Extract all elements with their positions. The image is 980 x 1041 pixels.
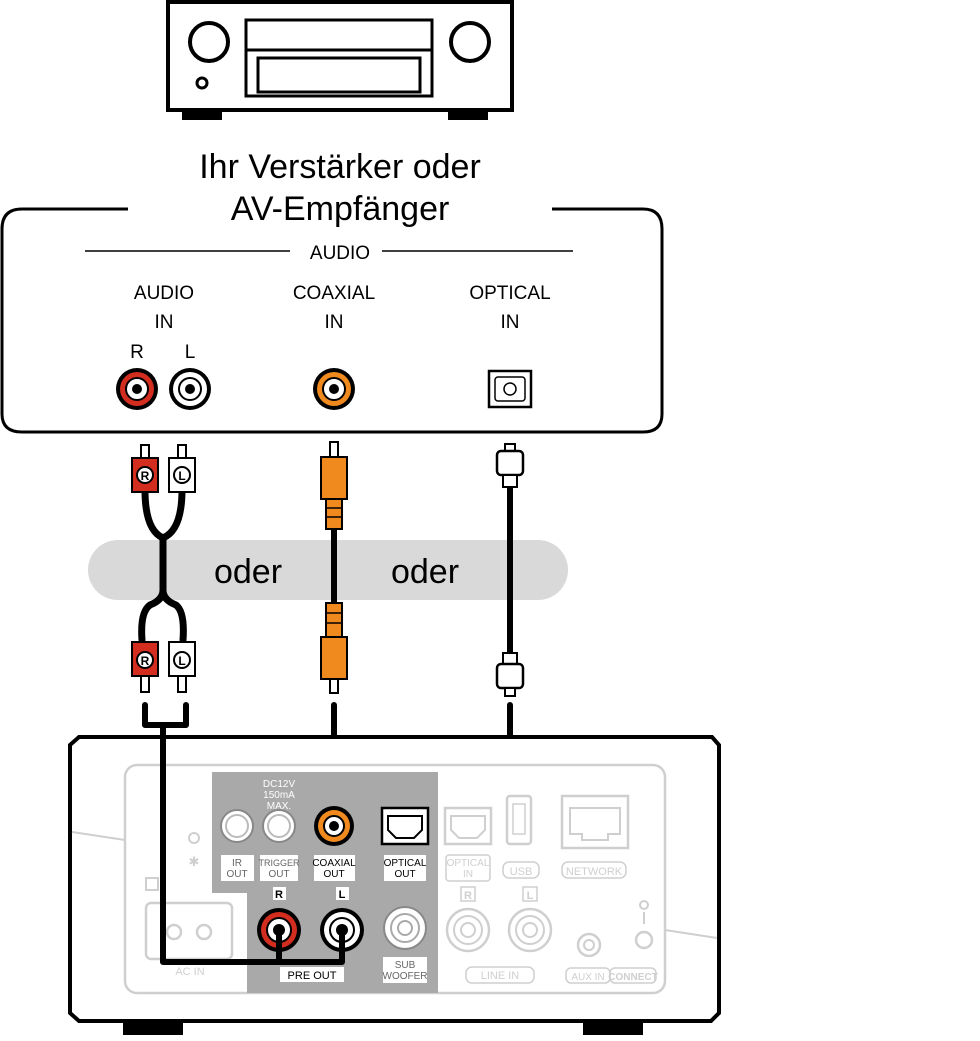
pre-out-l-label: L — [339, 889, 346, 901]
trigger-out-label-line2: OUT — [268, 869, 289, 880]
right-channel-label: R — [130, 342, 144, 363]
coaxial-plug-bottom — [320, 602, 348, 694]
power-led-icon — [195, 76, 209, 90]
audio-in-label-line2: IN — [155, 312, 174, 333]
usb-port — [505, 794, 533, 846]
amp-title-line1: Ihr Verstärker oder — [199, 148, 481, 186]
optical-in-label-line1: OPTICAL — [447, 858, 490, 869]
optical-in-port-faded — [443, 806, 493, 846]
dc-label-line2: 150mA — [263, 790, 295, 801]
usb-label: USB — [510, 866, 533, 878]
optical-in-label-line2: IN — [501, 312, 520, 333]
coaxial-out-label-line1: COAXIAL — [312, 858, 356, 869]
subwoofer-jack — [383, 906, 427, 950]
optical-in-label-line2: IN — [463, 869, 473, 880]
optical-out-port — [380, 806, 430, 846]
line-in-l-label: L — [527, 890, 534, 902]
coaxial-in-jack — [313, 368, 355, 410]
connect-label: CONNECT — [608, 972, 657, 983]
optical-out-label-line2: OUT — [394, 869, 415, 880]
optical-plug-bottom — [495, 652, 525, 697]
ir-out-label-line1: IR — [232, 858, 242, 869]
dc-label-line1: DC12V — [263, 779, 296, 790]
amplifier-illustration — [166, 0, 514, 120]
audio-in-label-line1: AUDIO — [134, 283, 194, 304]
network-port — [560, 794, 630, 850]
stereo-plug-bottom-l: L — [168, 641, 196, 693]
line-in-label: LINE IN — [481, 970, 520, 982]
aux-in-label: AUX IN — [571, 972, 604, 983]
line-in-r-label: R — [464, 890, 472, 902]
trigger-out-label-line1: TRIGGER — [258, 858, 300, 868]
or-label-right: oder — [391, 553, 459, 591]
audio-section-label: AUDIO — [310, 243, 370, 264]
coaxial-plug-top — [320, 441, 348, 530]
bluetooth-icon: ✱ — [189, 854, 200, 869]
plug-l-label-lower: L — [178, 654, 185, 668]
or-band — [88, 540, 568, 600]
optical-in-label-line1: OPTICAL — [469, 283, 550, 304]
coaxial-in-label-line2: IN — [325, 312, 344, 333]
network-label: NETWORK — [566, 866, 623, 878]
dc-label-line3: MAX. — [267, 801, 291, 812]
coaxial-out-label-line2: OUT — [323, 869, 344, 880]
plug-l-label: L — [178, 469, 185, 483]
optical-out-label-line1: OPTICAL — [384, 858, 427, 869]
pre-out-cable-route — [160, 722, 345, 965]
amp-input-panel: AUDIO AUDIO IN R L COAXIAL IN OPTICAL IN — [0, 207, 664, 434]
plug-r-label: R — [141, 469, 150, 483]
stereo-plug-bottom-r: R — [131, 641, 159, 693]
optical-in-port — [487, 369, 533, 409]
audio-in-l-jack — [169, 368, 211, 410]
connect-button — [634, 930, 654, 950]
plug-r-label-lower: R — [141, 654, 150, 668]
pre-out-r-label: R — [275, 889, 283, 901]
ac-in-label: AC IN — [175, 966, 204, 978]
left-channel-label: L — [185, 342, 196, 363]
coaxial-out-jack — [314, 806, 354, 846]
line-in-l-jack — [507, 907, 553, 953]
coaxial-in-label-line1: COAXIAL — [293, 283, 375, 304]
stereo-plug-top-l: L — [168, 444, 196, 493]
subwoofer-label-line2: WOOFER — [383, 971, 428, 982]
amp-title-line2: AV-Empfänger — [231, 190, 450, 228]
volume-knob-right-icon — [449, 21, 491, 63]
stereo-plug-top-r: R — [131, 444, 159, 493]
device-rear-panel: AC IN ✱ DC12V 150mA MAX. IR OUT TRIGGER … — [68, 735, 721, 1035]
optical-plug-top — [495, 443, 525, 488]
line-in-r-jack — [445, 907, 491, 953]
or-label-left: oder — [214, 553, 282, 591]
volume-knob-left-icon — [188, 21, 230, 63]
audio-in-r-jack — [116, 368, 158, 410]
aux-in-jack — [576, 932, 602, 958]
subwoofer-label-line1: SUB — [395, 960, 416, 971]
pre-out-label: PRE OUT — [288, 970, 337, 982]
ir-out-label-line2: OUT — [226, 869, 247, 880]
